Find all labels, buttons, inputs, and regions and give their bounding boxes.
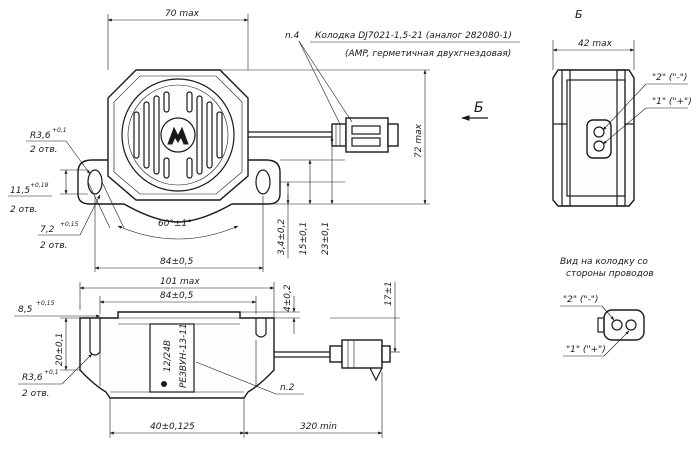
plug-pin-1 bbox=[625, 319, 637, 331]
mounting-hole-right bbox=[255, 169, 271, 195]
height-dim-label: 72 max bbox=[414, 123, 424, 158]
hole-tol: +0,18 bbox=[30, 182, 49, 189]
slot-tol: +0,15 bbox=[60, 221, 79, 228]
connector-note-2: (AMP, герметичная двухгнездовая) bbox=[345, 49, 511, 59]
view-b-pin1-label: "1" ("+") bbox=[652, 97, 692, 107]
front-cable-len: 320 min bbox=[300, 422, 337, 432]
front-radius-count: 2 отв. bbox=[22, 389, 50, 399]
plug-pin2-label: "2" ("-") bbox=[563, 295, 598, 305]
front-total-width: 101 max bbox=[160, 277, 200, 287]
connector-note-1: Колодка DJ7021-1,5-21 (аналог 282080-1) bbox=[315, 31, 512, 41]
view-b-title: Б bbox=[575, 8, 583, 21]
dim-15: 15±0,1 bbox=[299, 222, 309, 255]
radius-tol: +0,1 bbox=[52, 127, 67, 134]
front-dim-4: 4±0,2 bbox=[283, 284, 293, 312]
connector-plug bbox=[345, 117, 389, 153]
speaker-grille bbox=[121, 78, 235, 192]
front-inner-width: 84±0,5 bbox=[160, 291, 194, 301]
slot-count: 2 отв. bbox=[40, 241, 68, 251]
plug-view: Вид на колодку со стороны проводов "2" (… bbox=[560, 257, 654, 357]
plug-view-title-1: Вид на колодку со bbox=[560, 257, 648, 267]
front-radius-dim: R3,6 bbox=[22, 373, 43, 383]
dim-3-4: 3,4±0,2 bbox=[277, 219, 287, 255]
leader-n4-a bbox=[298, 40, 353, 123]
connector-grip bbox=[331, 123, 347, 147]
front-connector bbox=[341, 339, 383, 369]
brand-logo-icon bbox=[167, 126, 189, 145]
label-plate bbox=[149, 323, 195, 393]
plug-pin-2 bbox=[611, 319, 623, 331]
front-slot-dim: 8,5 bbox=[18, 305, 33, 315]
front-slot-right bbox=[255, 318, 267, 338]
front-dim-17: 17±1 bbox=[384, 281, 394, 306]
front-height-dim: 20±0,1 bbox=[55, 333, 65, 366]
slot-dim: 7,2 bbox=[40, 225, 55, 235]
radius-dim: R3,6 bbox=[30, 131, 51, 141]
front-radius-tol: +0,1 bbox=[44, 369, 59, 376]
radius-count: 2 отв. bbox=[30, 145, 58, 155]
front-housing bbox=[79, 311, 275, 399]
front-slot-left bbox=[89, 318, 101, 356]
angle-dim: 60°±1° bbox=[158, 219, 192, 229]
callout-n2: n.2 bbox=[280, 383, 295, 393]
top-view: 70 max bbox=[8, 9, 520, 272]
hole-count: 2 отв. bbox=[10, 205, 38, 215]
dim-23: 23±0,1 bbox=[321, 222, 331, 255]
label-dot-icon bbox=[161, 381, 167, 387]
label-voltage: 12/24В bbox=[163, 340, 173, 372]
callout-n4: n.4 bbox=[285, 31, 300, 41]
front-view: 101 max 84±0,5 РЕЗВУН-13-11 12/24В 8,5 +… bbox=[14, 277, 400, 438]
grille-slots bbox=[133, 91, 223, 179]
hole-dim: 11,5 bbox=[10, 186, 30, 196]
view-b-width-dim: 42 max bbox=[578, 39, 613, 49]
plug-pin1-label: "1" ("+") bbox=[566, 345, 606, 355]
plug-body bbox=[603, 309, 645, 341]
view-b-pin2-label: "2" ("-") bbox=[652, 73, 687, 83]
view-b: Б 42 max "2" ("-") "1" ("+") bbox=[552, 8, 692, 207]
width-dim-label: 70 max bbox=[165, 9, 200, 19]
leader-n4-b bbox=[298, 40, 341, 125]
view-arrow-label: Б bbox=[474, 100, 484, 116]
front-slot-tol: +0,15 bbox=[36, 300, 55, 307]
front-bottom-dim: 40±0,125 bbox=[150, 422, 195, 432]
grille-hub bbox=[160, 117, 196, 153]
label-model: РЕЗВУН-13-11 bbox=[179, 323, 189, 388]
plug-view-title-2: стороны проводов bbox=[566, 269, 654, 279]
base-dim: 84±0,5 bbox=[160, 257, 194, 267]
